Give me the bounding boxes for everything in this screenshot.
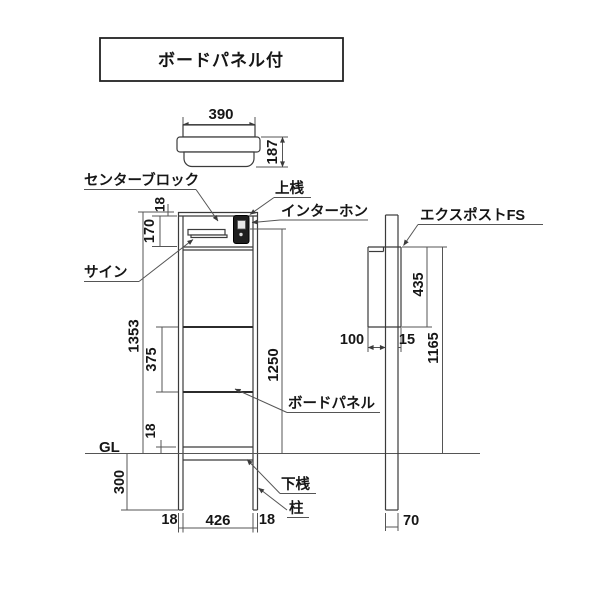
plan-post-body — [183, 151, 255, 168]
side-callout: エクスポストFS — [403, 206, 543, 246]
label-product-name: エクスポストFS — [420, 206, 525, 224]
dim-post-depth: 70 — [403, 513, 419, 529]
side-dimensions: 435 1165 100 15 70 — [340, 246, 448, 531]
plan-rail-band — [176, 136, 261, 153]
title-box: ボードパネル付 — [99, 37, 344, 82]
intercom-button — [239, 232, 243, 237]
dim-embed-depth: 300 — [112, 470, 128, 494]
drawing-title: ボードパネル付 — [158, 50, 284, 70]
side-view: 435 1165 100 15 70 エクスポストFS — [340, 206, 543, 531]
dim-front-offset: 100 — [340, 332, 364, 348]
pillar-lines — [177, 212, 259, 511]
dim-plan-width: 390 — [208, 106, 233, 123]
side-post-box — [367, 246, 402, 328]
label-board-panel: ボードパネル — [288, 395, 375, 412]
intercom-camera — [237, 220, 246, 230]
title-border — [99, 37, 344, 82]
dim-box-height: 435 — [411, 272, 427, 296]
plan-center-block — [182, 124, 256, 138]
label-pillar: 柱 — [289, 499, 304, 517]
label-top-rail: 上桟 — [275, 179, 304, 197]
label-bottom-rail: 下桟 — [281, 475, 310, 493]
dim-intercom-center-height: 1250 — [265, 348, 282, 381]
top-view: 390 187 — [176, 106, 288, 168]
dim-panel-height: 375 — [144, 347, 160, 371]
label-intercom: インターホン — [281, 203, 368, 220]
intercom-unit — [233, 215, 250, 244]
label-ground-line: GL — [99, 439, 120, 456]
dim-pillar-width-right: 18 — [259, 512, 275, 528]
front-dimension-right: 1250 — [250, 228, 287, 454]
front-dimensions-left: 18 170 1353 375 18 300 GL — [99, 197, 178, 511]
sign-plate — [187, 228, 228, 239]
dim-box-top-to-gl: 1165 — [426, 332, 442, 363]
dim-bottom-rail-height: 18 — [143, 423, 158, 439]
dim-inner-width: 426 — [205, 512, 230, 529]
side-post-lines — [384, 214, 399, 511]
front-view: 18 170 1353 375 18 300 GL — [84, 171, 480, 533]
dim-top-rail-height: 18 — [153, 197, 168, 213]
front-callouts: センターブロック 上桟 インターホン サイン ボードパネル 下桟 柱 — [84, 171, 380, 518]
dim-center-block-height: 170 — [142, 219, 158, 243]
front-dimensions-bottom: 18 426 18 — [161, 512, 275, 533]
label-center-block: センターブロック — [84, 171, 199, 189]
dim-total-height: 1353 — [126, 319, 143, 352]
dim-rear-offset: 15 — [399, 332, 415, 348]
label-sign: サイン — [84, 264, 128, 281]
dim-plan-depth: 187 — [264, 139, 281, 164]
dim-pillar-width-left: 18 — [161, 512, 177, 528]
